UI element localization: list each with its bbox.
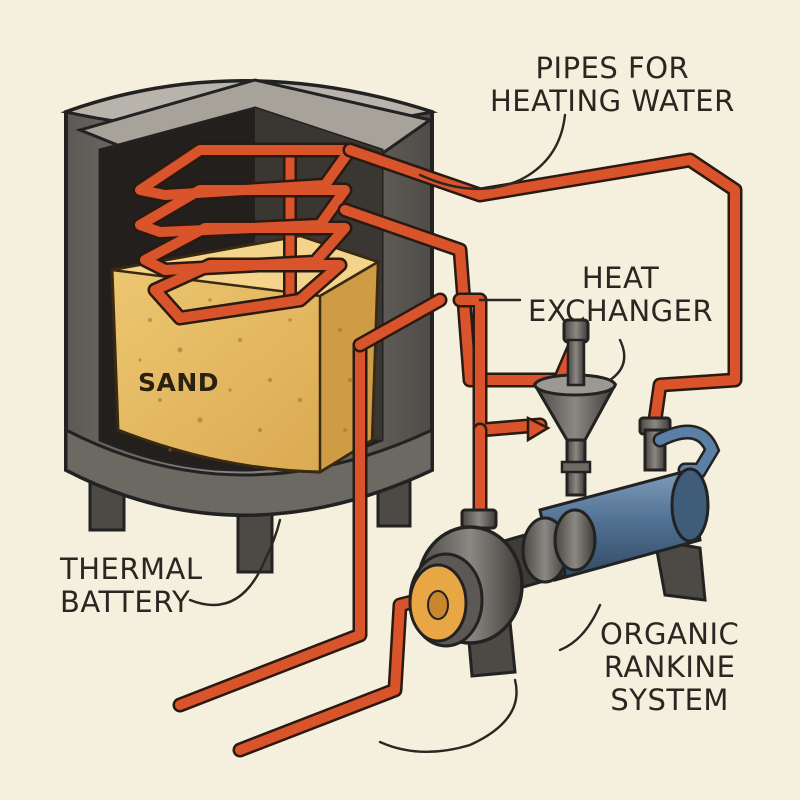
heat-exchanger-label-line2: EXCHANGER	[528, 294, 714, 328]
pipes-label-line2: HEATING WATER	[490, 84, 735, 118]
orc-label-line2: RANKINE	[603, 650, 736, 684]
thermal-battery-label: THERMAL BATTERY	[60, 553, 203, 619]
sand-label: SAND	[138, 368, 220, 397]
pipes-leader	[418, 113, 567, 191]
heat-exchanger-label: HEAT EXCHANGER	[528, 262, 713, 328]
valve	[460, 508, 498, 530]
pipes-label-line1: PIPES FOR	[535, 51, 690, 85]
thermal-battery-leader	[188, 518, 282, 607]
orc-label-line3: SYSTEM	[610, 683, 729, 717]
organic-rankine-system	[408, 467, 710, 678]
orc-label: ORGANIC RANKINE SYSTEM	[600, 618, 739, 717]
heat-exchanger	[532, 318, 618, 497]
thermal-battery-label-line2: BATTERY	[60, 585, 191, 619]
orc-leader	[378, 678, 518, 753]
pipes-label: PIPES FOR HEATING WATER	[490, 52, 735, 118]
orc-label-line1: ORGANIC	[600, 617, 740, 651]
thermal-battery-label-line1: THERMAL	[60, 552, 203, 586]
flow-arrow-icon	[526, 415, 551, 443]
heat-exchanger-label-line1: HEAT	[581, 261, 660, 295]
heating-pipes	[132, 142, 743, 758]
leader-lines	[188, 113, 626, 753]
